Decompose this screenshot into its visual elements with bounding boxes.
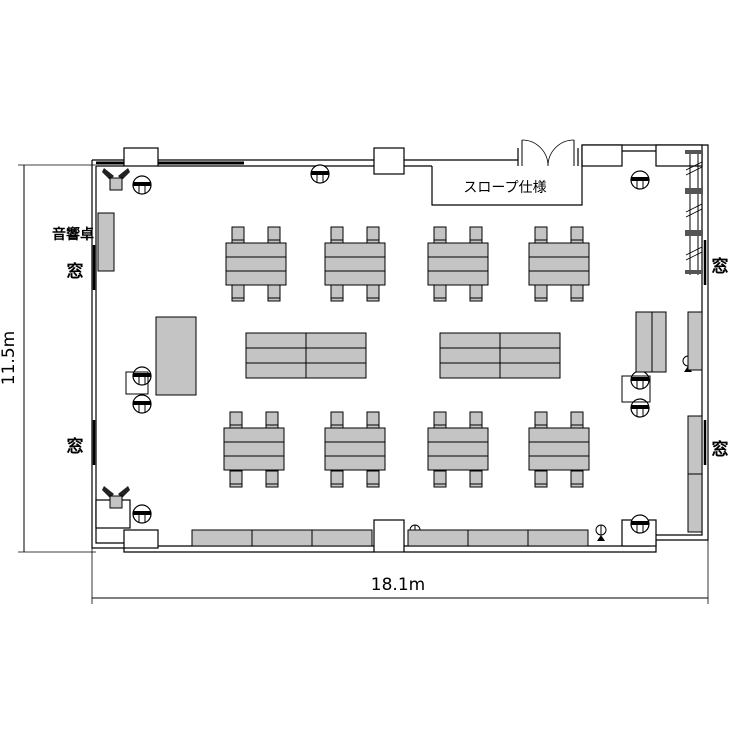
dimension-height xyxy=(18,164,96,553)
table-group-bottom-3 xyxy=(427,411,489,488)
ramp-area xyxy=(431,139,583,206)
bottom-tables xyxy=(191,529,589,547)
fixture-mounts xyxy=(125,371,651,403)
dimension-width xyxy=(91,540,709,604)
window-label-left-lower: 窓 xyxy=(67,436,84,457)
table-group-bottom-2 xyxy=(324,411,386,488)
side-table-left xyxy=(155,316,197,396)
speaker-top-left xyxy=(101,167,131,191)
table-group-bottom-4 xyxy=(528,411,590,488)
sound-desk xyxy=(97,212,115,272)
window-label-right-lower: 窓 xyxy=(712,439,729,460)
sound-desk-label: 音響卓 xyxy=(52,226,94,243)
width-dimension-label: 18.1m xyxy=(371,575,425,595)
window-label-right-upper: 窓 xyxy=(712,256,729,277)
window-label-left-upper: 窓 xyxy=(67,261,84,282)
table-group-top-1 xyxy=(225,226,287,302)
ramp-label: スロープ仕様 xyxy=(463,180,546,196)
table-group-top-2 xyxy=(324,226,386,302)
height-dimension-label: 11.5m xyxy=(0,331,19,385)
table-group-top-3 xyxy=(427,226,489,302)
side-tables-right xyxy=(635,311,703,533)
window-markers xyxy=(92,240,707,465)
table-group-bottom-1 xyxy=(223,411,285,488)
center-table-right xyxy=(439,332,561,379)
center-table-left xyxy=(245,332,367,379)
table-group-top-4 xyxy=(528,226,590,302)
window-frames-right xyxy=(685,150,703,274)
